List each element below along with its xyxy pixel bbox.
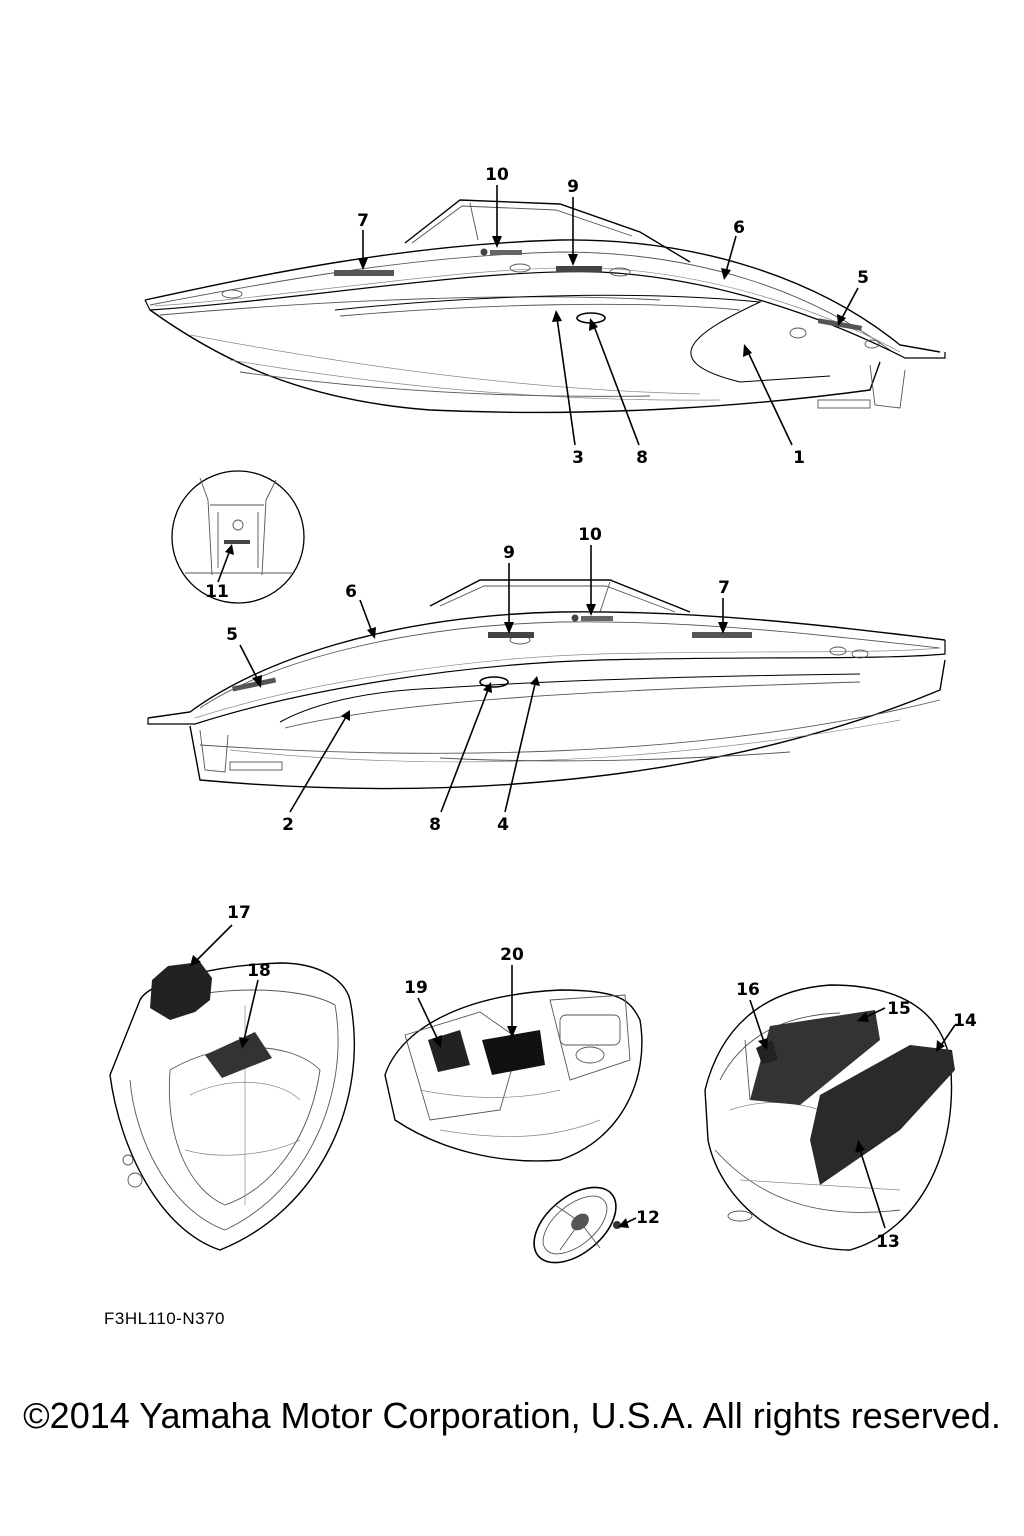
callout-5-bottom: 5 (226, 625, 238, 645)
callout-6-bottom: 6 (345, 582, 357, 602)
decal-5-bottom (232, 677, 277, 692)
callout-4: 4 (497, 815, 509, 835)
callout-7-bottom: 7 (718, 578, 730, 598)
callout-20: 20 (500, 945, 524, 965)
callout-9-bottom: 9 (503, 543, 515, 563)
mat-20 (482, 1030, 545, 1075)
callout-19: 19 (404, 978, 428, 998)
callout-6-top: 6 (733, 218, 745, 238)
mat-19 (428, 1030, 470, 1072)
callout-8-bottom: 8 (429, 815, 441, 835)
callout-3: 3 (572, 448, 584, 468)
mat-16 (756, 1040, 778, 1064)
model-decal-9-bottom (488, 632, 534, 638)
callout-10-top: 10 (485, 165, 509, 185)
callout-17: 17 (227, 903, 251, 923)
bow-interior-view (109, 962, 356, 1251)
brand-decal-11 (224, 540, 250, 544)
detail-inset-circle (171, 470, 305, 604)
decal-5-top (817, 318, 863, 331)
helm-interior-view (384, 989, 643, 1162)
callout-18: 18 (247, 961, 271, 981)
callout-5-top: 5 (857, 268, 869, 288)
boat-side-view-bottom (147, 579, 946, 790)
callout-leaders (190, 185, 956, 1229)
steering-wheel-view (533, 1186, 621, 1264)
callout-10-bottom: 10 (578, 525, 602, 545)
mat-17 (150, 962, 212, 1020)
mat-14 (810, 1045, 955, 1185)
decal-7-top (334, 270, 394, 276)
mat-18 (205, 1032, 272, 1078)
stern-interior-view (704, 984, 955, 1251)
boat-side-view-top (144, 199, 946, 414)
brand-decal-10-top (480, 248, 488, 256)
copyright-notice: ©2014 Yamaha Motor Corporation, U.S.A. A… (23, 1395, 1001, 1436)
callout-2: 2 (282, 815, 294, 835)
mat-15 (750, 1010, 880, 1105)
callout-13: 13 (876, 1232, 900, 1252)
brand-decal-10-bottom (571, 614, 579, 622)
callout-12: 12 (636, 1208, 660, 1228)
decal-7-bottom (692, 632, 752, 638)
callout-8-top: 8 (636, 448, 648, 468)
callout-16: 16 (736, 980, 760, 1000)
drawing-code: F3HL110-N370 (104, 1309, 225, 1328)
model-decal-9-top (556, 266, 602, 272)
callout-labels: 10 9 7 6 5 3 8 1 11 10 9 7 6 5 2 8 4 17 … (205, 165, 977, 1252)
callout-15: 15 (887, 999, 911, 1019)
emblem-decal-8-bottom (479, 676, 509, 688)
callout-7-top: 7 (357, 211, 369, 231)
callout-11: 11 (205, 582, 229, 602)
callout-9-top: 9 (567, 177, 579, 197)
callout-14: 14 (953, 1011, 977, 1031)
callout-1: 1 (793, 448, 805, 468)
